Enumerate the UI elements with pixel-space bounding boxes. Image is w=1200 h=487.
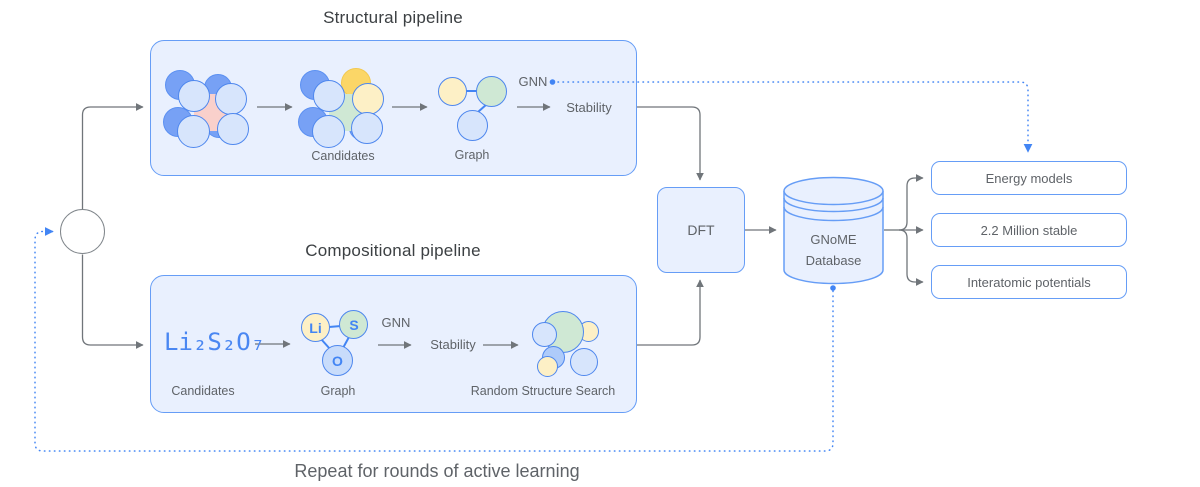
feedback-dotted-paths [34,81,1033,452]
output-label: 2.2 Million stable [980,222,1078,238]
atom-circle [351,83,384,115]
output-box-interatomic-potentials: Interatomic potentials [931,265,1127,299]
structural-gnn-label: GNN [518,74,548,89]
structural-graph-illustration [436,74,512,142]
database-name-line2: Database [805,253,862,268]
solid-connectors [81,103,924,349]
database-name-line1: GNoME [810,232,857,247]
gnome-database-cylinder [782,176,885,303]
output-box-stable-materials: 2.2 Million stable [931,213,1127,247]
graph-node-s [339,310,368,339]
output-label: Energy models [985,170,1073,186]
atom-circle [216,113,249,145]
structural-graph-label: Graph [454,148,490,162]
active-learning-caption: Repeat for rounds of active learning [294,461,580,481]
dft-label: DFT [687,222,715,238]
atom-circle [313,80,345,112]
compositional-candidates-label: Candidates [171,384,235,398]
structure-cluster-illustration [163,68,253,150]
graph-node-li [301,313,330,342]
random-structure-cluster-illustration [528,305,603,383]
graph-node [438,76,467,106]
graph-node [476,75,507,107]
compositional-gnn-label: GNN [381,315,411,330]
output-label: Interatomic potentials [967,274,1091,290]
dft-box: DFT [657,187,745,273]
output-box-energy-models: Energy models [931,161,1127,195]
atom-circle [176,114,210,148]
database-connector-dot [830,285,836,291]
candidates-cluster-illustration [298,68,388,150]
atom-circle [311,114,345,148]
compositional-stability-label: Stability [430,337,476,352]
compositional-graph-label: Graph [320,384,356,398]
atom-circle [350,112,383,144]
structural-pipeline-title: Structural pipeline [323,8,463,27]
graph-node [457,109,488,141]
gnn-connector-dot [549,79,556,85]
random-structure-search-label: Random Structure Search [470,384,616,398]
graph-node-o [322,345,353,376]
candidate-formula: Li₂S₂O₇ [164,328,266,356]
atom-circle [178,80,210,112]
structural-candidates-label: Candidates [311,149,375,163]
atom-circle [537,355,558,377]
compositional-pipeline-title: Compositional pipeline [305,241,481,260]
compositional-graph-illustration [300,309,372,379]
atom-circle [215,83,247,115]
atom-label-li: Li [309,319,322,336]
atom-circle [531,321,557,347]
atom-label-s: S [349,317,359,333]
atom-label-o: O [332,353,343,369]
structural-stability-label: Stability [566,100,612,115]
atom-circle [570,348,598,376]
loop-start-node [60,209,105,254]
